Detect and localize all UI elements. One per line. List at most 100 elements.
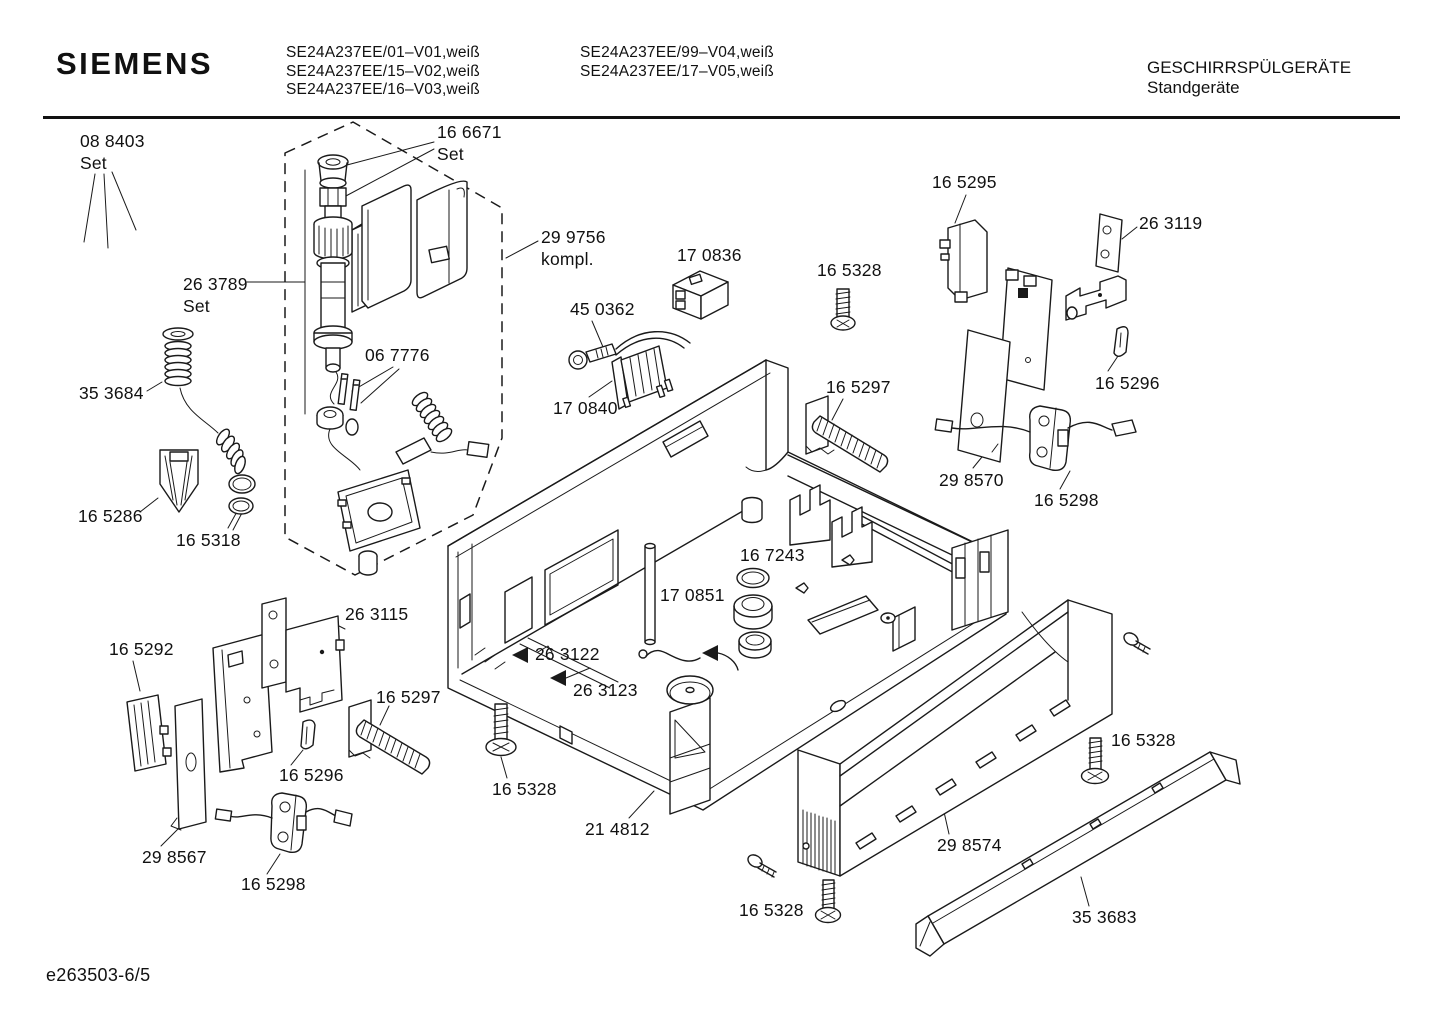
drawing-screw-165328-bottomleft [485, 703, 517, 757]
part-number-suffix: Set [80, 152, 107, 173]
part-label: 16 5298 [241, 874, 306, 896]
part-number: 16 5318 [176, 530, 241, 550]
part-number: 16 5328 [739, 900, 804, 920]
siemens-logo: SIEMENS [56, 46, 214, 81]
part-number: 29 9756 [541, 227, 606, 247]
part-number: 16 5297 [826, 377, 891, 397]
part-number: 35 3684 [79, 383, 144, 403]
drawing-small-screw-right [1123, 632, 1151, 655]
part-label: 16 5297 [826, 377, 891, 399]
part-number: 29 8574 [937, 835, 1002, 855]
part-label: 16 5328 [1111, 730, 1176, 752]
drawing-mounting-plate [337, 469, 421, 576]
part-number: 26 3123 [573, 680, 638, 700]
part-label: 29 8574 [937, 835, 1002, 857]
part-label: 16 5298 [1034, 490, 1099, 512]
drawing-coiled-hose [345, 391, 490, 465]
drawing-hose-165318 [215, 428, 256, 515]
part-number: 16 5296 [279, 765, 344, 785]
category-subtitle: Standgeräte [1147, 77, 1240, 97]
part-number-suffix: Set [437, 143, 464, 164]
part-number: 16 6671 [437, 122, 502, 142]
drawing-connector-170836 [672, 270, 729, 320]
model-variant: SE24A237EE/15–V02,weiß [286, 62, 480, 80]
drawing-small-screw-center [747, 854, 777, 878]
part-label: 26 3123 [573, 680, 638, 702]
part-number-suffix: kompl. [541, 248, 594, 269]
part-label: 17 0840 [553, 398, 618, 420]
drawing-disc-170851 [666, 675, 714, 705]
part-label: 35 3684 [79, 383, 144, 405]
part-number: 17 0840 [553, 398, 618, 418]
part-number: 29 8570 [939, 470, 1004, 490]
part-number: 16 7243 [740, 545, 805, 565]
drawing-bracket-165295 [939, 219, 988, 303]
part-label: 45 0362 [570, 299, 635, 321]
model-list-column2: SE24A237EE/99–V04,weiß SE24A237EE/17–V05… [580, 44, 774, 81]
part-number: 08 8403 [80, 131, 145, 151]
model-variant: SE24A237EE/17–V05,weiß [580, 62, 774, 80]
part-label: 16 5296 [1095, 373, 1160, 395]
part-number: 26 3119 [1139, 213, 1203, 233]
part-label: 16 5328 [817, 260, 882, 282]
drawing-damper-165292 [126, 694, 172, 772]
drawing-spring-165297-left [348, 699, 431, 775]
part-label: 17 0851 [660, 585, 725, 607]
drawing-rings-167243 [733, 567, 773, 659]
part-label: 26 3115 [345, 604, 408, 626]
drawing-terminals-067776 [337, 373, 361, 411]
category-title: GESCHIRRSPÜLGERÄTE [1147, 58, 1352, 77]
drawing-aquastop-assembly [313, 154, 490, 576]
drawing-plinth-353683 [915, 751, 1241, 957]
part-number: 26 3122 [535, 644, 600, 664]
drawing-clip-165296-right [1113, 326, 1129, 357]
part-label: 16 5292 [109, 639, 174, 661]
part-number: 21 4812 [585, 819, 650, 839]
drawing-spring-353684 [162, 327, 219, 434]
part-number: 17 0836 [677, 245, 742, 265]
part-number: 16 5298 [1034, 490, 1099, 510]
drawing-latch-165298-right [934, 405, 1137, 472]
part-number: 16 5328 [492, 779, 557, 799]
part-number: 16 5298 [241, 874, 306, 894]
drawing-latch-165298-left [214, 792, 353, 854]
part-label: 16 5318 [176, 530, 241, 552]
drawing-base-frame-214812 [447, 359, 1009, 815]
header-divider [43, 116, 1400, 119]
part-label: 16 7243 [740, 545, 805, 567]
part-label: 16 5328 [739, 900, 804, 922]
part-label: 16 5297 [376, 687, 441, 709]
model-variant: SE24A237EE/99–V04,weiß [580, 44, 774, 61]
model-list-column1: SE24A237EE/01–V01,weiß SE24A237EE/15–V02… [286, 44, 480, 100]
panel-slots [855, 699, 1071, 850]
part-label: 29 8567 [142, 847, 207, 869]
part-number: 06 7776 [365, 345, 430, 365]
dashed-region-outline [284, 121, 503, 576]
drawing-screw-165328-right [1080, 737, 1110, 785]
part-number: 16 5296 [1095, 373, 1160, 393]
document-category: GESCHIRRSPÜLGERÄTE Standgeräte [1147, 58, 1351, 97]
drawing-bracket-263115 [261, 597, 345, 713]
part-label: 06 7776 [365, 345, 430, 367]
drawing-left-bracket-cluster [126, 597, 431, 854]
drawing-cable-450362 [568, 331, 691, 370]
part-number: 35 3683 [1072, 907, 1137, 927]
part-label: 16 5286 [78, 506, 143, 528]
part-label: 35 3683 [1072, 907, 1137, 929]
drawing-rod-263122 [644, 542, 656, 646]
model-variant: SE24A237EE/01–V01,weiß [286, 44, 480, 61]
part-label: 17 0836 [677, 245, 742, 267]
document-reference: e263503-6/5 [46, 965, 151, 985]
part-number-suffix: Set [183, 295, 210, 316]
part-label: 26 3122 [535, 644, 600, 666]
part-number: 26 3115 [345, 604, 409, 624]
drawing-screw-165328-bottommid [814, 879, 842, 924]
part-label: 16 5296 [279, 765, 344, 787]
drawing-wire-263123 [638, 645, 739, 671]
